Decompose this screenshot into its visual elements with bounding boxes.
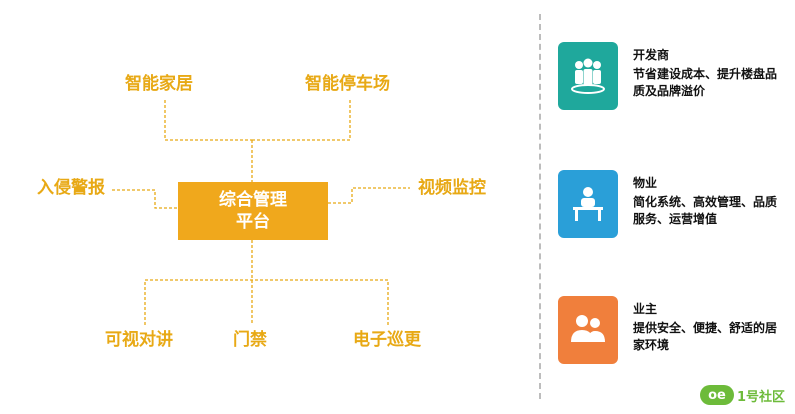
node-access-control: 门禁 <box>233 330 267 350</box>
role-owner-desc: 提供安全、便捷、舒适的居家环境 <box>633 321 778 352</box>
role-property-title: 物业 <box>633 176 658 190</box>
role-developer-title: 开发商 <box>633 48 670 62</box>
node-smart-home: 智能家居 <box>125 74 193 94</box>
center-line-1: 综合管理 <box>219 190 287 210</box>
center-line-2: 平台 <box>236 212 270 232</box>
center-platform-box: 综合管理 平台 <box>178 182 328 240</box>
role-developer: 开发商 节省建设成本、提升楼盘品质及品牌溢价 <box>558 42 778 114</box>
connector-bottom-bar <box>144 279 389 325</box>
connector-video <box>328 187 410 204</box>
connector-lines <box>112 100 410 325</box>
logo-text: 1号社区 <box>737 389 786 405</box>
role-property-desc: 简化系统、高效管理、品质服务、运营增值 <box>633 195 778 226</box>
role-property: 物业 简化系统、高效管理、品质服务、运营增值 <box>558 170 778 242</box>
role-developer-desc: 节省建设成本、提升楼盘品质及品牌溢价 <box>633 67 778 98</box>
node-visual-intercom: 可视对讲 <box>105 330 173 350</box>
node-smart-parking: 智能停车场 <box>305 74 390 94</box>
connector-smart-home <box>164 100 252 141</box>
node-patrol: 电子巡更 <box>353 330 421 350</box>
two-persons-icon <box>558 296 618 364</box>
desk-person-icon <box>558 170 618 238</box>
connector-intrusion <box>112 189 178 209</box>
connector-smart-parking <box>252 100 351 141</box>
watermark-logo: oe 1号社区 <box>700 384 785 406</box>
logo-mark: oe <box>700 385 734 405</box>
role-owner-title: 业主 <box>633 302 658 316</box>
node-intrusion-alarm: 入侵警报 <box>37 178 105 198</box>
vertical-divider <box>539 14 541 399</box>
node-video-monitoring: 视频监控 <box>418 178 486 198</box>
group-icon <box>558 42 618 110</box>
role-owner: 业主 提供安全、便捷、舒适的居家环境 <box>558 296 778 368</box>
